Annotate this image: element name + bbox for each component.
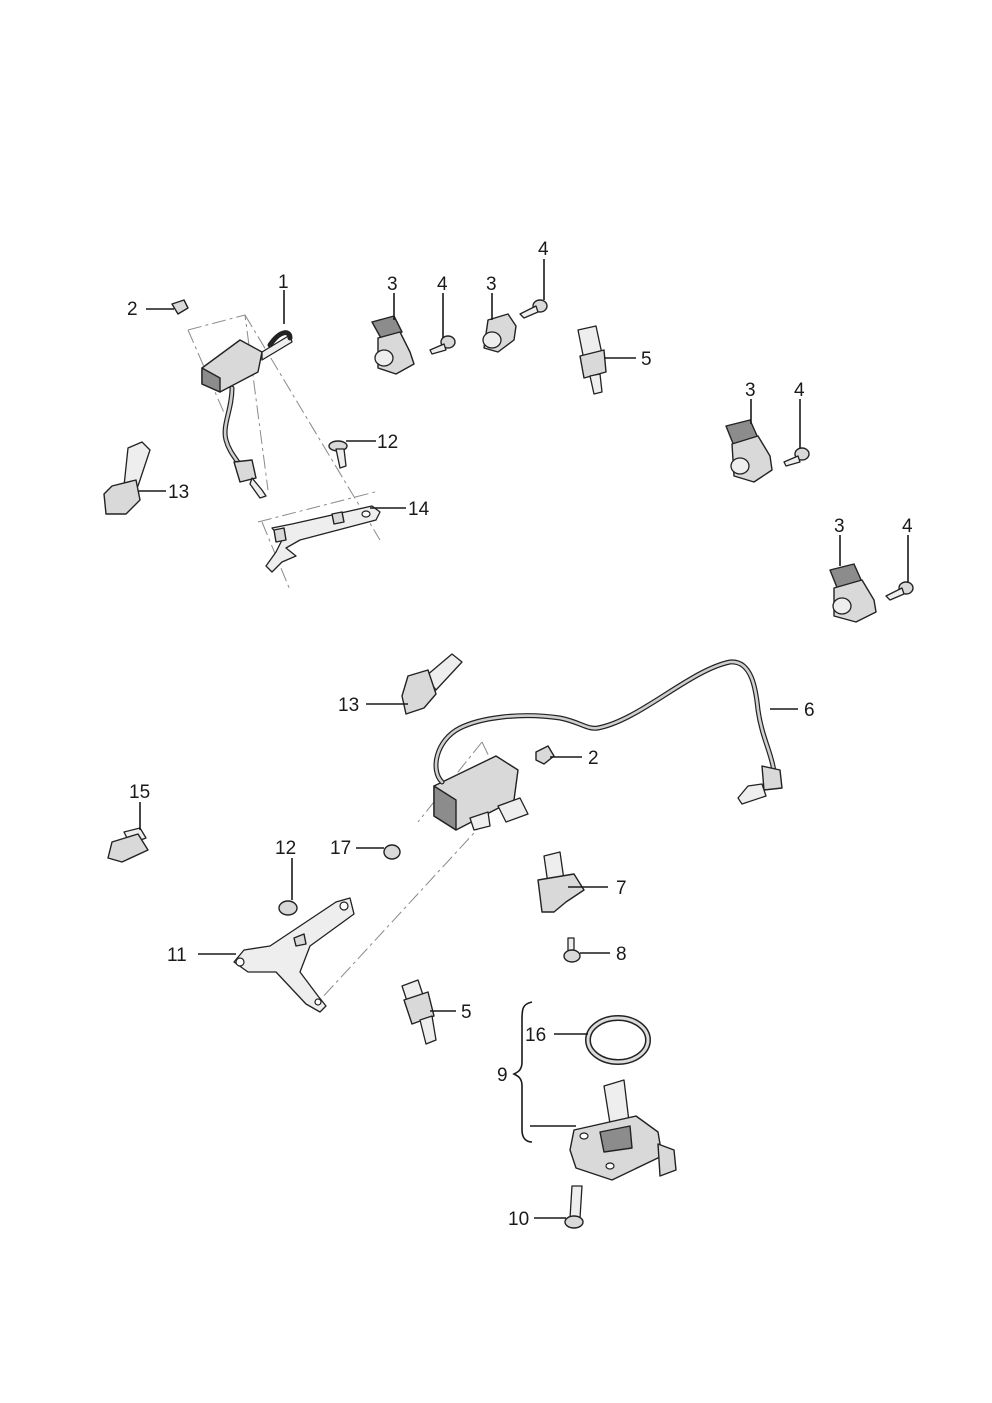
- part-2-nut-top: [171, 299, 189, 315]
- callout-2-middle: 2: [588, 748, 599, 769]
- part-5-temperature-sensor-bottom: [401, 979, 437, 1045]
- part-4-screw-c: [783, 447, 810, 467]
- part-9-oil-level-sensor: [569, 1079, 677, 1181]
- callout-5-bottom: 5: [461, 1002, 472, 1023]
- part-12-bolt-middle: [278, 900, 298, 916]
- part-2-nut-middle: [535, 745, 555, 765]
- part-12-bolt-top: [328, 440, 348, 469]
- callout-16: 16: [525, 1025, 546, 1046]
- callout-10: 10: [508, 1209, 529, 1230]
- part-4-screw-b: [519, 299, 548, 319]
- callout-12-top: 12: [377, 432, 398, 453]
- part-13-sensor-middle: [401, 653, 463, 715]
- callout-13-middle: 13: [338, 695, 359, 716]
- callout-17: 17: [330, 838, 351, 859]
- part-1-sensor-with-cable: [187, 314, 381, 591]
- callout-14: 14: [408, 499, 430, 520]
- callout-4-b: 4: [538, 239, 549, 260]
- callout-12-middle: 12: [275, 838, 296, 859]
- callout-6: 6: [804, 700, 815, 721]
- callout-13-top: 13: [168, 482, 189, 503]
- part-6-sensor-with-cable: [319, 659, 783, 1001]
- part-5-temperature-sensor-top: [577, 325, 607, 395]
- part-10-bolt: [564, 1185, 584, 1229]
- callout-4-d: 4: [902, 516, 913, 537]
- callout-labels: 1 2 3 4 3 4 5 3 4 3 4 12 13 14 13 6 2 15…: [127, 239, 913, 1230]
- callout-3-a: 3: [387, 274, 398, 295]
- callout-4-c: 4: [794, 380, 805, 401]
- part-3-camshaft-sensor-a: [371, 315, 415, 375]
- callout-1: 1: [278, 272, 289, 293]
- part-4-screw-d: [885, 581, 914, 601]
- callout-2-top: 2: [127, 299, 138, 320]
- part-14-bracket: [265, 505, 381, 573]
- part-15-switch: [107, 827, 149, 863]
- part-17-screw: [383, 844, 401, 860]
- callout-3-d: 3: [834, 516, 845, 537]
- callout-7: 7: [616, 878, 627, 899]
- callout-11: 11: [167, 945, 187, 966]
- callout-15: 15: [129, 782, 150, 803]
- part-7-speed-sensor: [537, 851, 585, 913]
- part-4-screw-a: [429, 335, 456, 355]
- leader-lines: [138, 259, 909, 1219]
- callout-8: 8: [616, 944, 627, 965]
- part-16-seal-ring: [585, 1015, 651, 1065]
- callout-9: 9: [497, 1065, 508, 1086]
- part-11-bracket: [233, 897, 355, 1013]
- part-3-camshaft-sensor-c: [725, 419, 773, 483]
- callout-3-c: 3: [745, 380, 756, 401]
- part-13-sensor-top: [103, 441, 151, 515]
- part-3-camshaft-sensor-b: [482, 313, 517, 353]
- callout-5-top: 5: [641, 349, 652, 370]
- part-8-screw: [563, 937, 581, 963]
- callout-3-b: 3: [486, 274, 497, 295]
- callout-4-a: 4: [437, 274, 448, 295]
- part-3-camshaft-sensor-d: [829, 563, 877, 623]
